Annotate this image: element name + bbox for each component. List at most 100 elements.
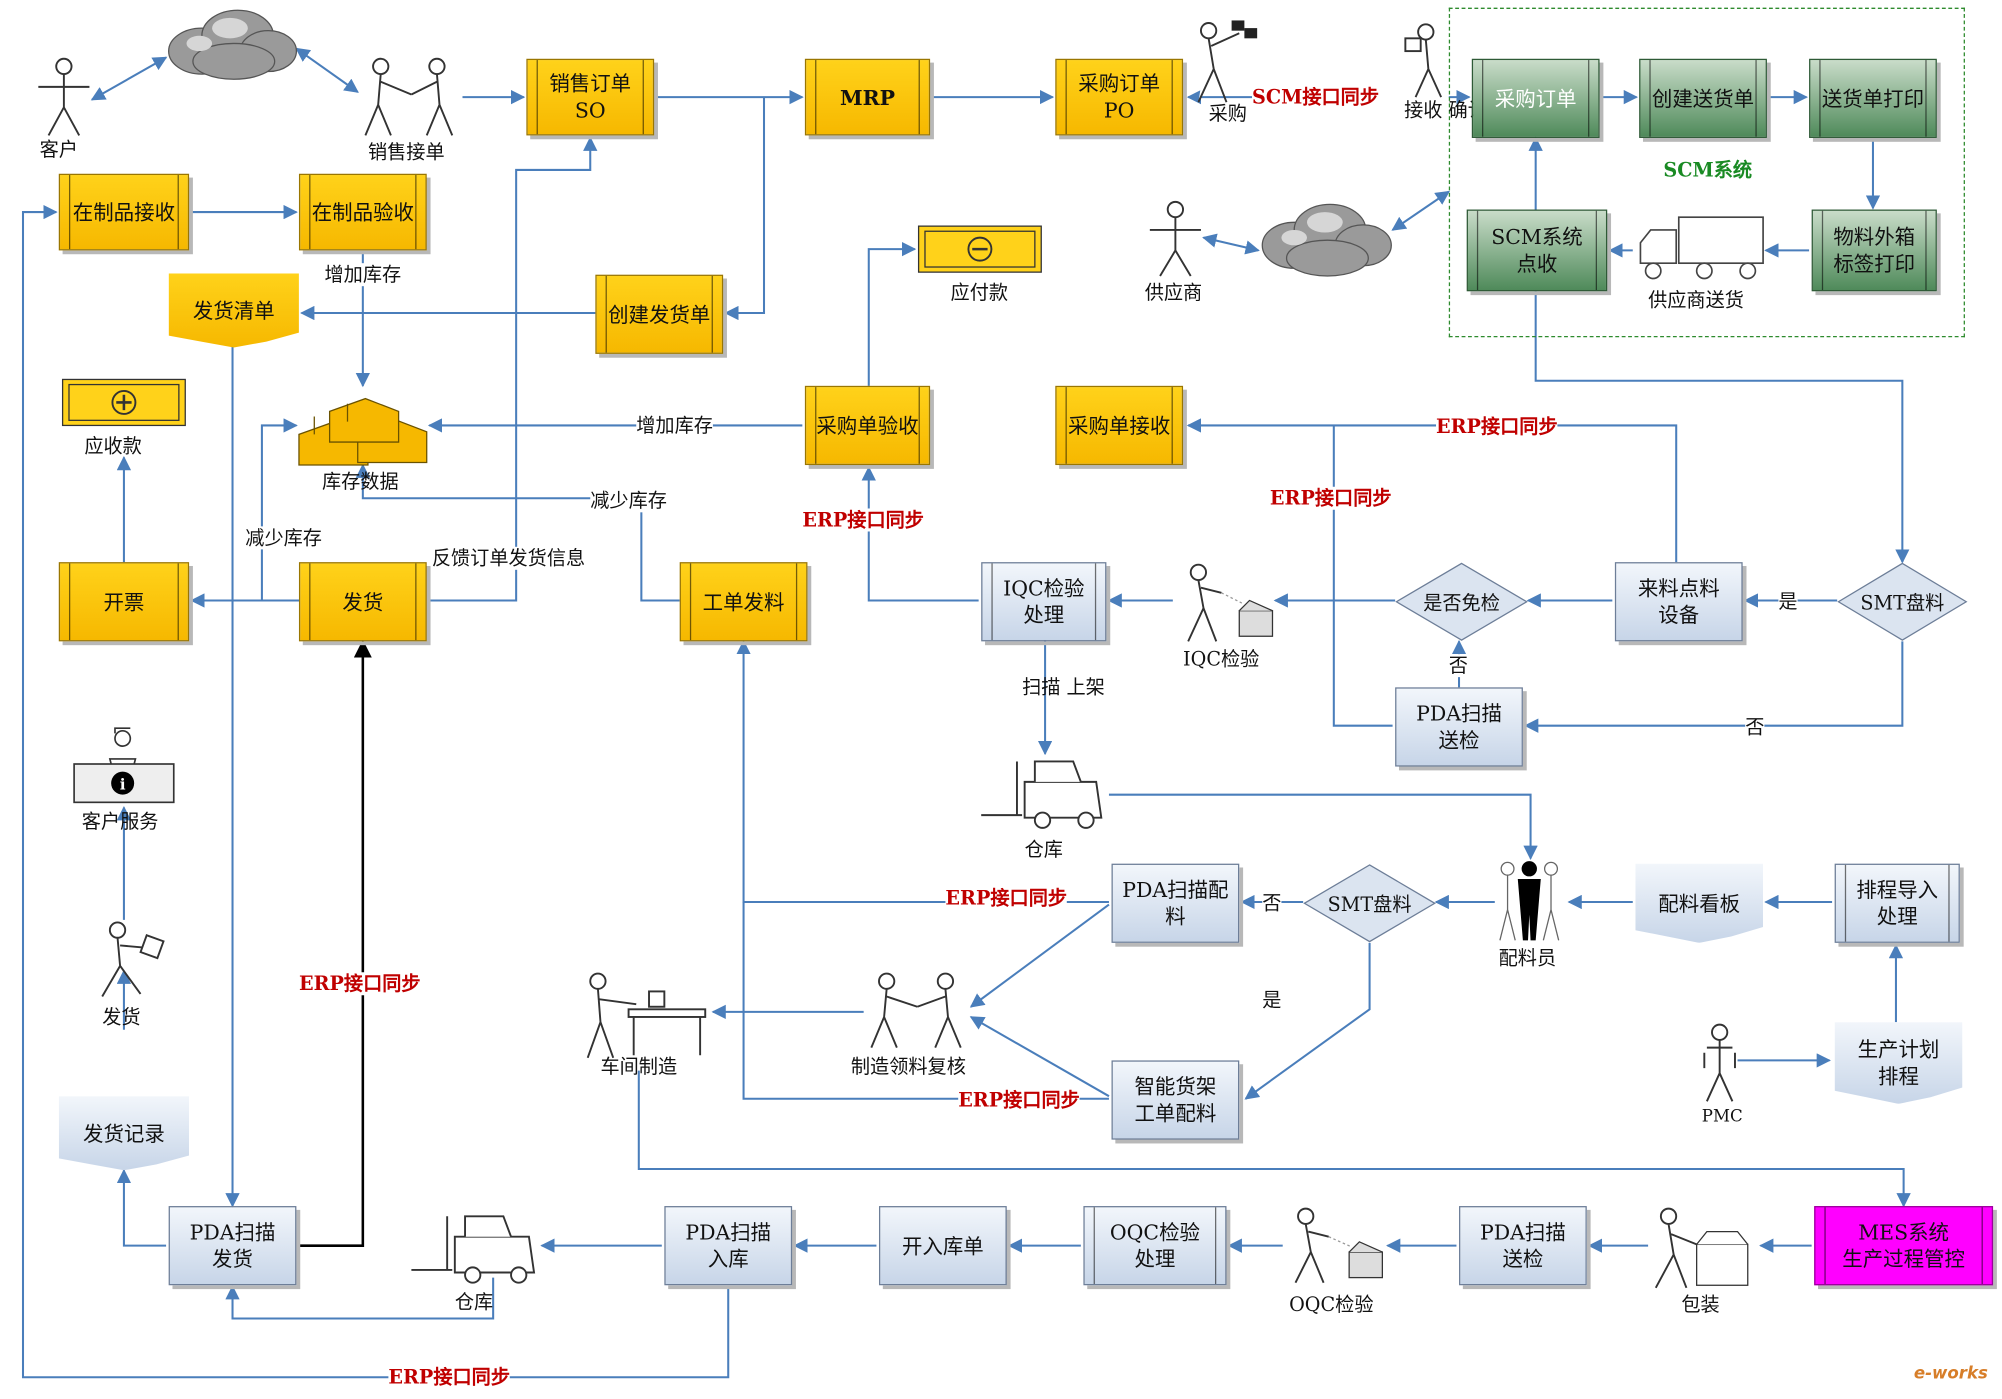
purchase-order-node: 采购订单 PO	[1055, 58, 1184, 136]
no-label-1: 否	[1448, 654, 1468, 678]
pmc-person-icon	[1703, 1023, 1736, 1102]
create-ship-order-node: 创建发货单	[595, 274, 724, 354]
purchase-receive-node: 采购单接收	[1055, 385, 1184, 466]
supplier-cloud-icon	[1261, 203, 1392, 277]
erp-sync-label-4: ERP接口同步	[945, 886, 1068, 910]
svg-text:i: i	[120, 776, 126, 794]
pda-scan-material-node: PDA扫描配 料	[1111, 863, 1240, 943]
shipping-person-label: 发货	[102, 1005, 141, 1029]
pmc-label: PMC	[1701, 1107, 1743, 1127]
feedback-label: 反馈订单发货信息	[431, 546, 586, 570]
iqc-inspector-icon	[1187, 563, 1274, 642]
mes-system-node: MES系统 生产过程管控	[1814, 1206, 1994, 1286]
reduce-stock-label-1: 减少库存	[590, 489, 667, 513]
work-order-issue-node: 工单发料	[679, 562, 808, 642]
scm-create-delivery-node: 创建送货单	[1639, 58, 1767, 138]
customer-label: 客户	[39, 137, 78, 161]
erp-sync-label-5: ERP接口同步	[298, 972, 421, 996]
scm-system-title: SCM系统	[1663, 158, 1753, 182]
scm-sync-label: SCM接口同步	[1252, 85, 1380, 109]
scm-label-print-node: 物料外箱 标签打印	[1811, 209, 1937, 292]
yes-label-2: 是	[1262, 988, 1282, 1012]
material-board-doc: 配料看板	[1635, 863, 1764, 943]
sales-order-node: 销售订单 SO	[526, 58, 655, 136]
handshake-people-icon	[364, 57, 454, 136]
mrp-node: MRP	[804, 58, 931, 136]
pda-scan-ship-node: PDA扫描 发货	[168, 1206, 297, 1286]
stockin-order-node: 开入库单	[878, 1206, 1007, 1286]
yes-label-1: 是	[1778, 590, 1798, 614]
warehouse-label-2: 仓库	[454, 1290, 494, 1314]
scm-system-frame	[1448, 7, 1965, 338]
internet-cloud-icon	[168, 9, 298, 80]
purchase-inspect-node: 采购单验收	[804, 385, 931, 466]
warehouse-forklift-icon-2	[411, 1215, 536, 1284]
wip-inspect-node: 在制品验收	[298, 173, 427, 251]
erp-sync-label-3: ERP接口同步	[802, 508, 924, 532]
warehouse-label-1: 仓库	[1024, 838, 1063, 862]
erp-sync-label-1: ERP接口同步	[1436, 415, 1558, 439]
customer-service-label: 客户服务	[81, 809, 159, 833]
scm-po-node: 采购订单	[1471, 58, 1600, 138]
pick-recheck-label: 制造领料复核	[850, 1055, 966, 1079]
invoice-node: 开票	[58, 562, 190, 642]
production-plan-doc: 生产计划 排程	[1834, 1022, 1963, 1104]
customer-person-icon	[38, 57, 90, 136]
inventory-data-label: 库存数据	[321, 470, 399, 494]
supplier-label: 供应商	[1144, 281, 1203, 305]
ship-record-doc: 发货记录	[58, 1096, 190, 1171]
no-label-2: 否	[1745, 715, 1765, 739]
add-stock-label-1: 增加库存	[324, 263, 402, 287]
workshop-conveyor-icon	[586, 972, 707, 1059]
material-clerk-label: 配料员	[1498, 946, 1557, 970]
wip-receive-node: 在制品接收	[58, 173, 190, 251]
purchasing-label: 采购	[1208, 102, 1247, 126]
no-label-3: 否	[1262, 891, 1282, 915]
smt-count-mid-text: SMT盘料	[1327, 892, 1412, 916]
packing-person-icon	[1654, 1207, 1749, 1289]
sales-taking-label: 销售接单	[367, 140, 445, 164]
erp-sync-label-6: ERP接口同步	[958, 1088, 1080, 1112]
receivable-money-icon	[61, 378, 186, 427]
receive-confirm-label: 接收 确认	[1404, 98, 1487, 122]
schedule-import-node: 排程导入 处理	[1834, 863, 1960, 943]
iqc-check-label: IQC检验	[1183, 647, 1260, 671]
smt-count-decision-mid: SMT盘料	[1303, 864, 1437, 943]
smart-shelf-node: 智能货架 工单配料	[1111, 1060, 1240, 1140]
smt-count-top-text: SMT盘料	[1860, 590, 1945, 614]
warehouse-forklift-icon	[981, 760, 1103, 829]
ship-node: 发货	[298, 562, 427, 642]
delivery-truck-icon	[1639, 216, 1764, 280]
scan-shelve-label: 扫描 上架	[1022, 675, 1105, 699]
shipping-person-icon	[101, 921, 165, 998]
oqc-process-node: OQC检验 处理	[1083, 1206, 1227, 1286]
pick-recheck-handshake-icon	[870, 972, 962, 1049]
workshop-label: 车间制造	[600, 1055, 678, 1079]
oqc-check-label: OQC检验	[1289, 1292, 1374, 1316]
inventory-boxes-icon	[298, 397, 428, 466]
pda-scan-stockin-node: PDA扫描 入库	[664, 1206, 793, 1286]
free-check-decision: 是否免检	[1395, 562, 1528, 641]
receivable-label: 应收款	[84, 434, 142, 458]
incoming-count-node: 来料点料 设备	[1614, 562, 1743, 642]
smt-count-decision-top: SMT盘料	[1837, 562, 1968, 641]
receiver-person-icon	[1404, 23, 1443, 98]
oqc-inspector-icon	[1294, 1207, 1384, 1284]
eworks-watermark: e-works	[1913, 1364, 1988, 1384]
supplier-delivery-label: 供应商送货	[1648, 288, 1744, 312]
free-check-text: 是否免检	[1423, 590, 1500, 614]
payable-label: 应付款	[950, 281, 1009, 305]
ship-list-doc: 发货清单	[168, 273, 299, 348]
supplier-person-icon	[1149, 200, 1201, 277]
scm-print-delivery-node: 送货单打印	[1809, 58, 1937, 138]
payable-money-icon	[917, 225, 1042, 273]
pda-scan-inspect-node: PDA扫描 送检	[1395, 687, 1523, 767]
iqc-process-node: IQC检验 处理	[981, 562, 1107, 642]
erp-sync-label-7: ERP接口同步	[388, 1365, 511, 1389]
purchaser-person-icon	[1197, 20, 1258, 103]
reduce-stock-label-2: 减少库存	[245, 526, 322, 550]
pda-scan-send-node: PDA扫描 送检	[1459, 1206, 1587, 1286]
material-clerk-group-icon	[1499, 861, 1560, 941]
